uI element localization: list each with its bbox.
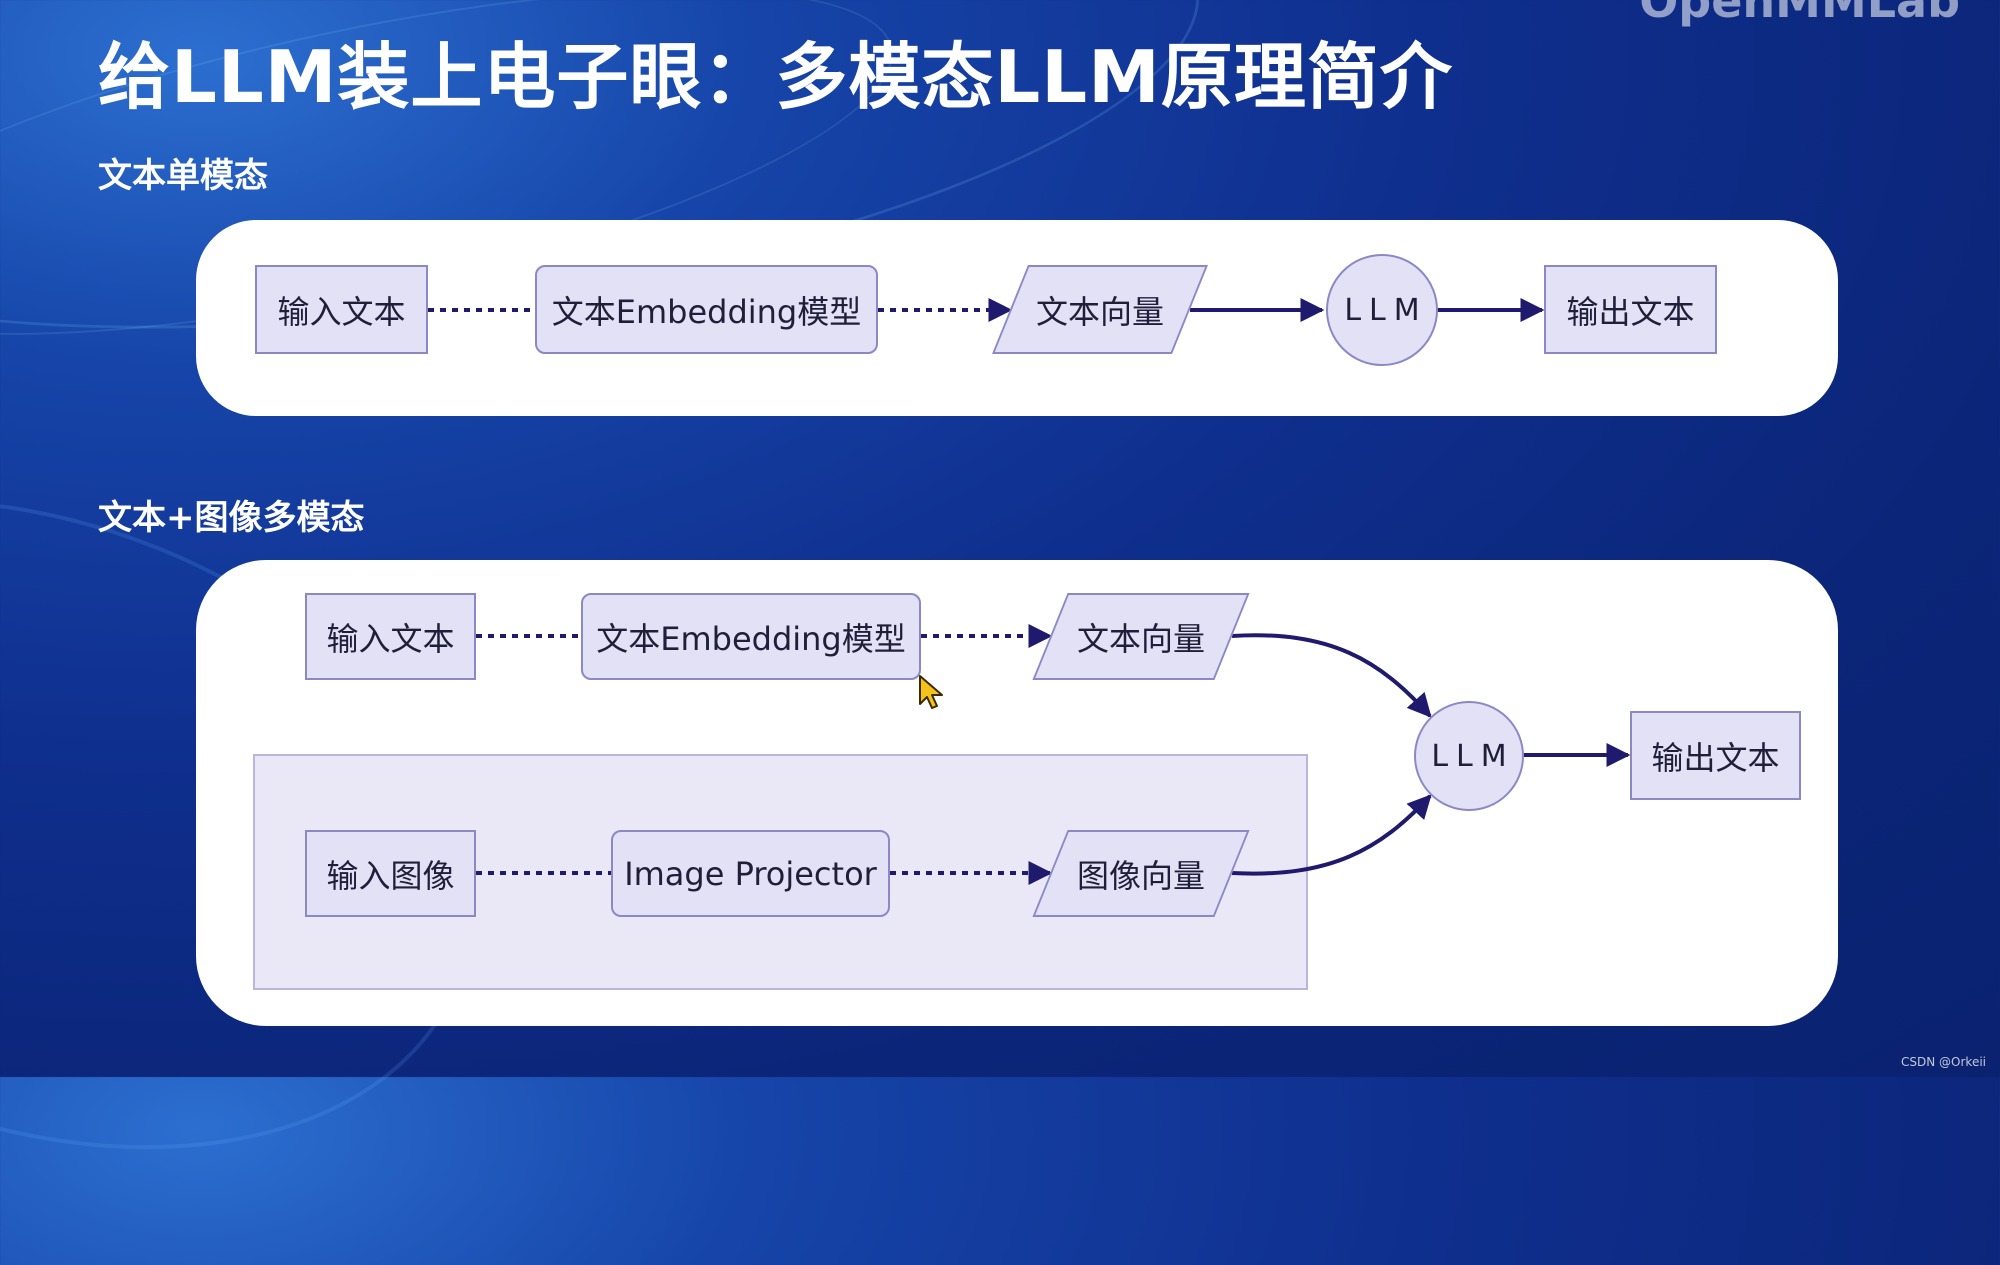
node-input-text: 输入文本 — [255, 265, 428, 354]
node-output-text: 输出文本 — [1544, 265, 1717, 354]
node-mm-embedding-model: 文本Embedding模型 — [581, 593, 921, 680]
node-image-vector: 图像向量 — [1032, 830, 1250, 917]
watermark: CSDN @Orkeii — [1901, 1055, 1986, 1069]
node-image-projector: Image Projector — [611, 830, 890, 917]
node-text-vector-label: 文本向量 — [1035, 292, 1164, 331]
node-embedding-model: 文本Embedding模型 — [535, 265, 878, 354]
node-input-image: 输入图像 — [305, 830, 476, 917]
node-mm-output-text: 输出文本 — [1630, 711, 1801, 800]
mouse-cursor-icon — [919, 675, 943, 709]
node-mm-input-text: 输入文本 — [305, 593, 476, 680]
node-text-vector: 文本向量 — [992, 265, 1208, 354]
node-llm: LLM — [1326, 254, 1438, 366]
slide-title: 给LLM装上电子眼：多模态LLM原理简介 — [98, 35, 1453, 119]
node-image-vector-label: 图像向量 — [1076, 856, 1205, 895]
node-mm-text-vector-label: 文本向量 — [1076, 619, 1205, 658]
section-label-multimodal: 文本+图像多模态 — [98, 498, 365, 538]
brand-logo-text: OpenMMLab — [1639, 0, 1960, 28]
node-mm-text-vector: 文本向量 — [1032, 593, 1250, 680]
node-mm-llm: LLM — [1414, 701, 1524, 811]
section-label-text-only: 文本单模态 — [98, 156, 268, 196]
